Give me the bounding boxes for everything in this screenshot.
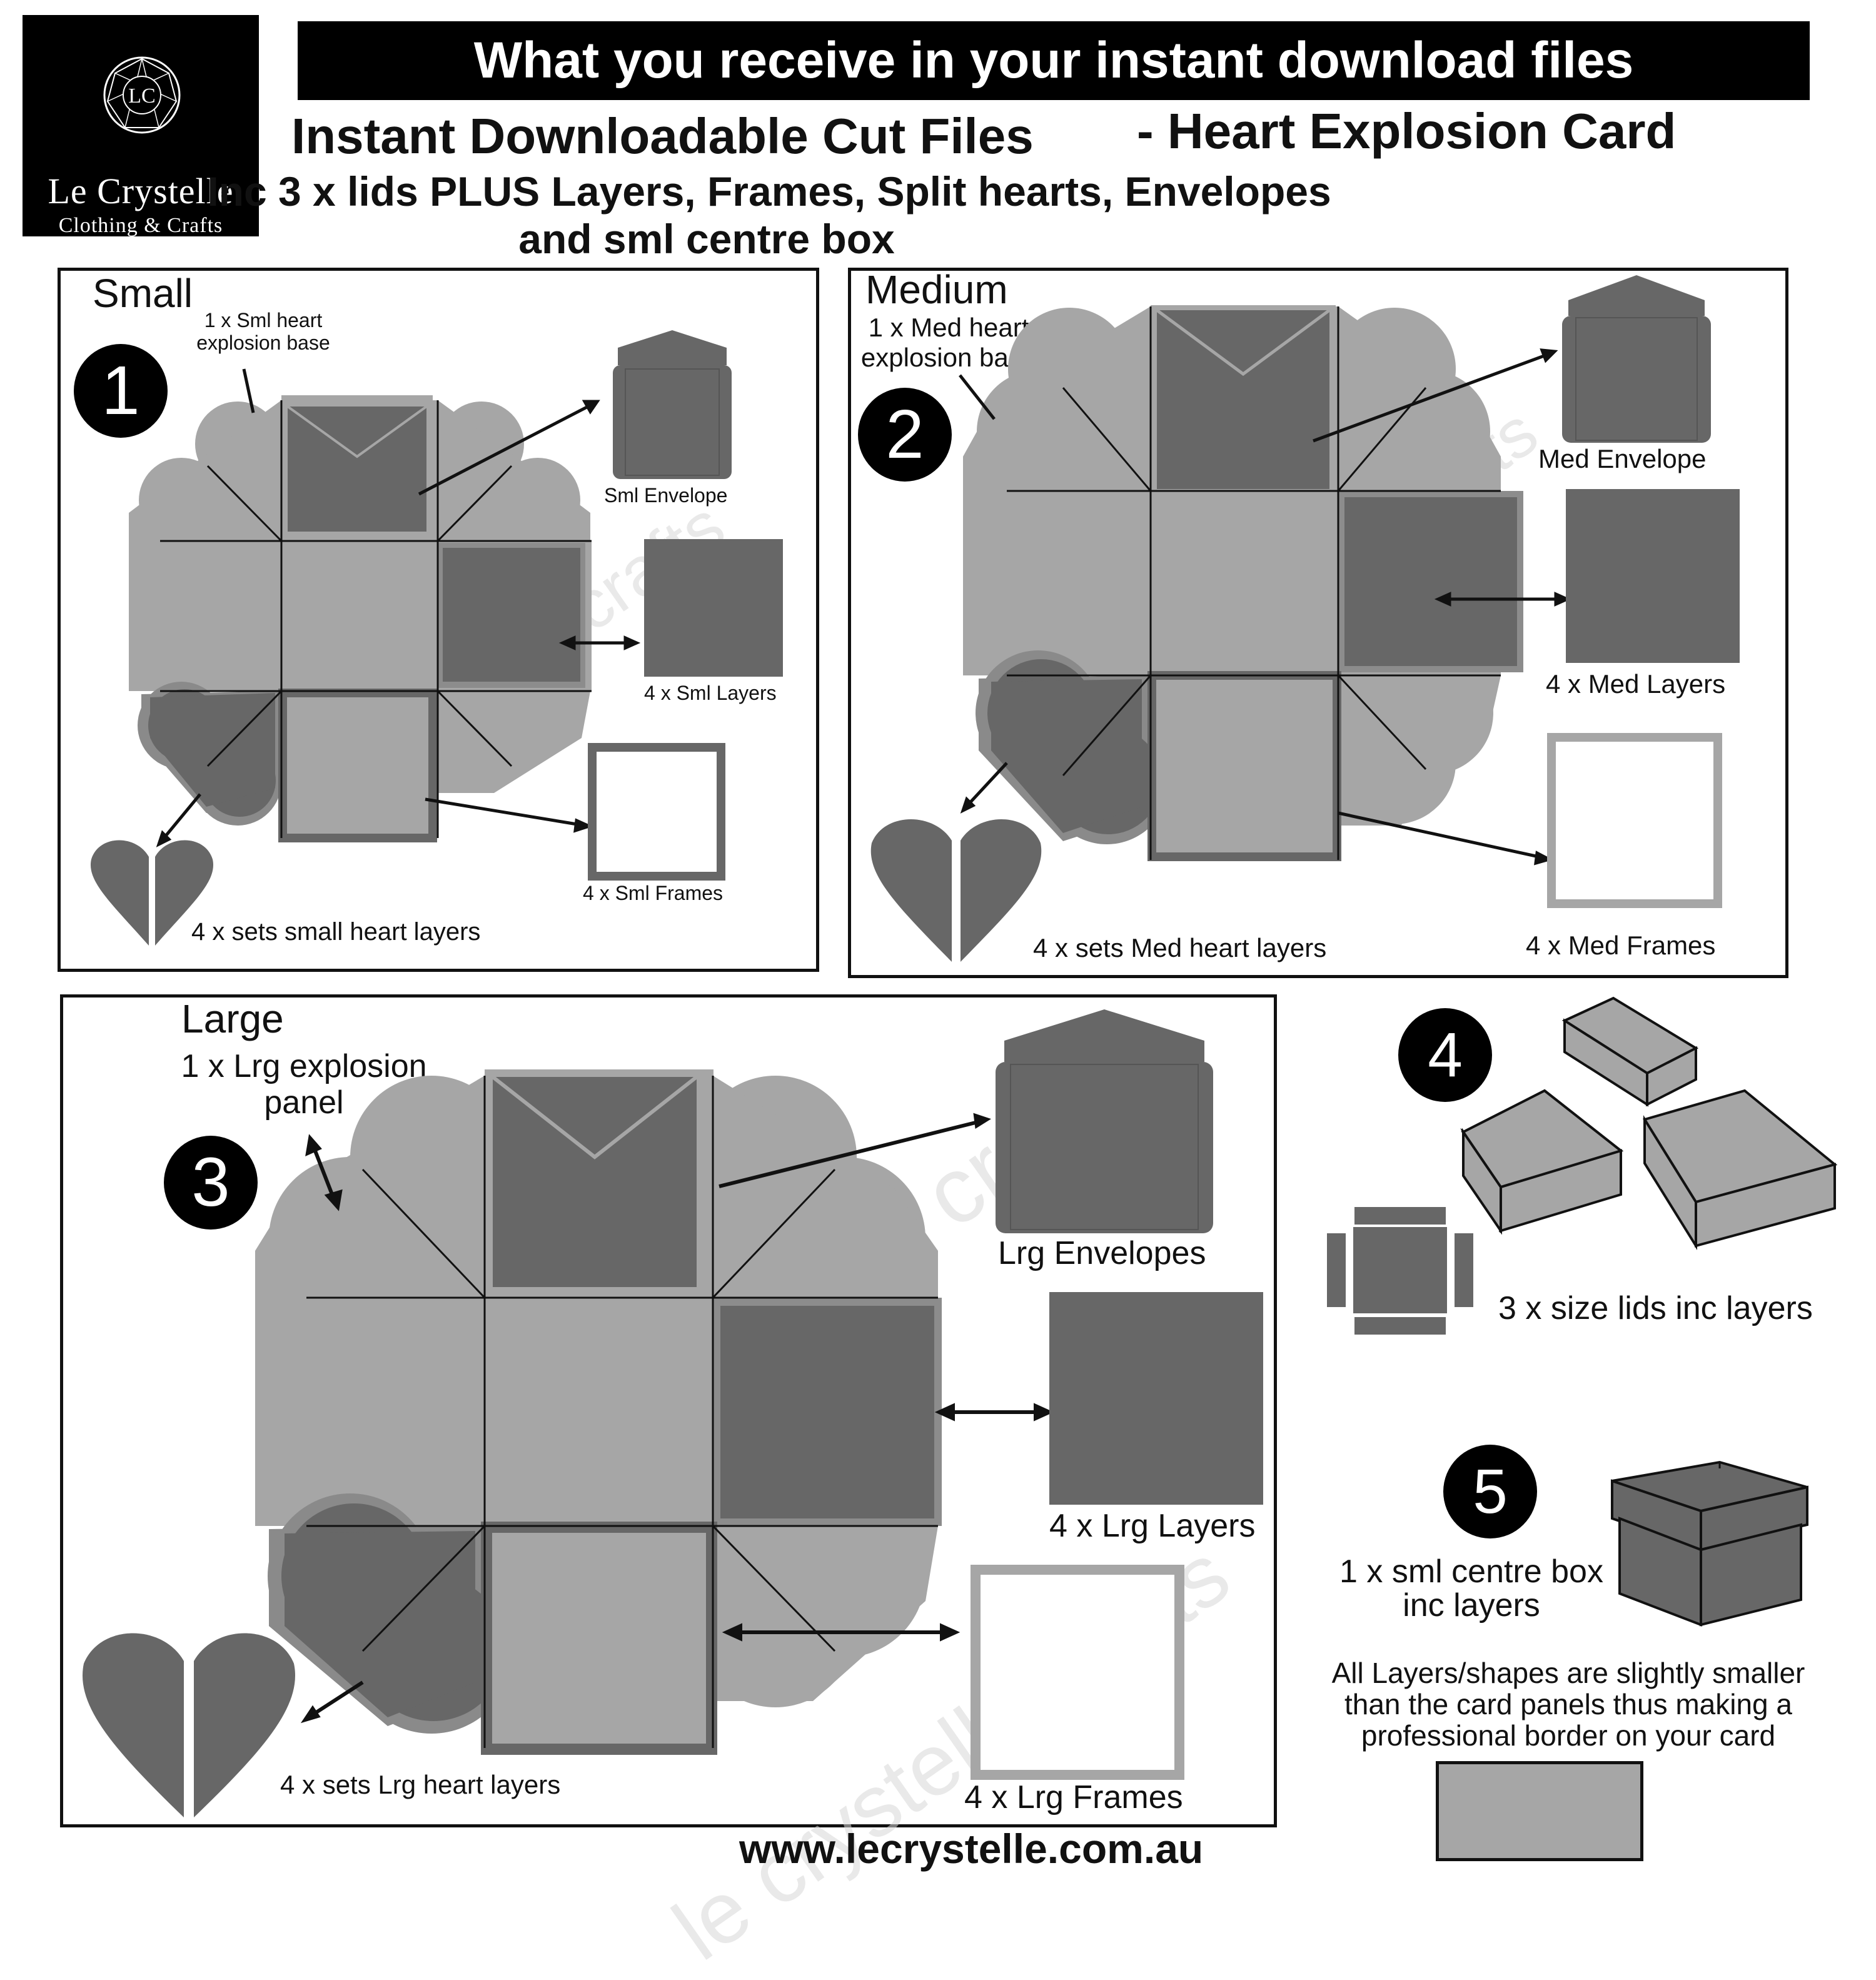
small-hearts-label: 4 x sets small heart layers <box>191 918 481 946</box>
logo-monogram: LC <box>128 84 155 108</box>
medium-layer-square <box>1566 489 1740 663</box>
large-base-label: 1 x Lrg explosion panel <box>181 1048 427 1121</box>
large-frame-square <box>971 1565 1184 1780</box>
large-envelope-icon <box>996 1009 1213 1233</box>
medium-frames-label: 4 x Med Frames <box>1526 931 1716 960</box>
medium-base-label: 1 x Med heart explosion base <box>860 313 1037 372</box>
brand-logo: LC Le Crystelle Clothing & Crafts <box>23 15 259 237</box>
large-step-badge: 3 <box>164 1136 258 1230</box>
large-panel <box>60 994 1277 1827</box>
large-hearts-label: 4 x sets Lrg heart layers <box>280 1770 561 1799</box>
website-link[interactable]: www.lecrystelle.com.au <box>739 1826 1204 1872</box>
page-subtitle-line2: and sml centre box <box>518 216 895 262</box>
small-frame-square <box>588 743 725 881</box>
large-layer-square <box>1049 1292 1263 1505</box>
medium-split-heart-icon <box>870 819 1042 962</box>
page-title-part2: - Heart Explosion Card <box>1137 103 1677 159</box>
layers-note: All Layers/shapes are slightly smaller t… <box>1331 1657 1805 1752</box>
page-subtitle-line1: Inc 3 x lids PLUS Layers, Frames, Split … <box>207 168 1331 215</box>
small-layers-label: 4 x Sml Layers <box>644 682 777 704</box>
lids-step-badge: 4 <box>1398 1008 1492 1102</box>
small-frames-label: 4 x Sml Frames <box>583 882 724 904</box>
border-sample-swatch <box>1436 1761 1643 1861</box>
lid-boxes-icon <box>1327 996 1838 1335</box>
small-step-badge: 1 <box>74 344 168 438</box>
medium-title: Medium <box>865 267 1008 312</box>
small-split-heart-icon <box>90 840 214 946</box>
large-envelope-label: Lrg Envelopes <box>998 1235 1206 1271</box>
crystal-logo-icon: LC <box>103 56 181 134</box>
centre-box-step-badge: 5 <box>1443 1445 1537 1538</box>
medium-hearts-label: 4 x sets Med heart layers <box>1033 933 1327 962</box>
small-layer-square <box>644 539 783 677</box>
page-title-part1: Instant Downloadable Cut Files <box>291 108 1034 164</box>
large-heart-explosion-base <box>255 1069 1054 1755</box>
medium-step-badge: 2 <box>858 388 952 482</box>
brand-tagline: Clothing & Crafts <box>58 214 223 237</box>
large-split-heart-icon <box>82 1633 296 1817</box>
small-base-label: 1 x Sml heart explosion base <box>196 309 330 354</box>
small-envelope-label: Sml Envelope <box>604 484 728 507</box>
brand-name: Le Crystelle <box>48 171 234 211</box>
small-panel <box>58 268 819 972</box>
centre-box-icon <box>1611 1460 1808 1627</box>
large-frames-label: 4 x Lrg Frames <box>964 1779 1183 1816</box>
medium-layers-label: 4 x Med Layers <box>1546 669 1726 699</box>
medium-frame-square <box>1547 733 1722 908</box>
medium-heart-explosion-base <box>959 305 1571 866</box>
large-layers-label: 4 x Lrg Layers <box>1049 1508 1256 1544</box>
medium-envelope-icon <box>1562 275 1711 443</box>
large-title: Large <box>181 996 284 1041</box>
small-title: Small <box>93 271 193 316</box>
small-heart-explosion-base <box>129 368 641 847</box>
lids-label: 3 x size lids inc layers <box>1498 1290 1813 1326</box>
small-envelope-icon <box>613 330 732 479</box>
medium-envelope-label: Med Envelope <box>1538 444 1707 473</box>
centre-box-label: 1 x sml centre box inc layers <box>1339 1553 1603 1624</box>
header-banner: What you receive in your instant downloa… <box>298 21 1810 100</box>
medium-panel <box>848 268 1788 978</box>
